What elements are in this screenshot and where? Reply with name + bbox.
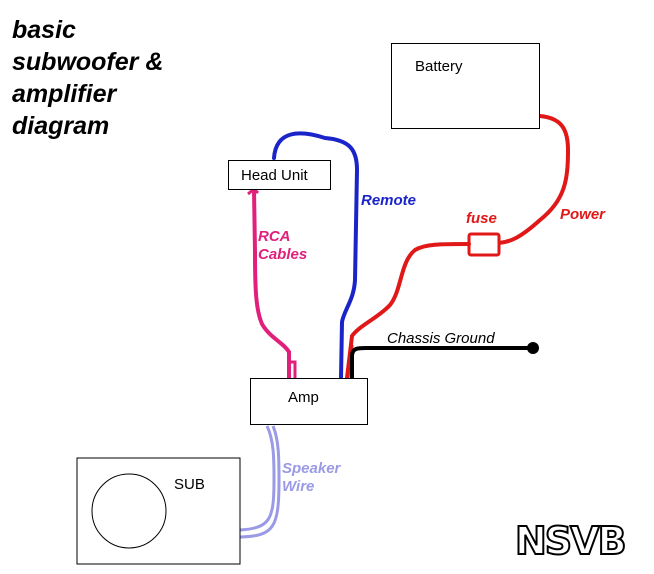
rca-label: RCA Cables [258,228,307,264]
diagram-title: basic subwoofer & amplifier diagram [12,14,163,142]
battery-box: Battery [391,43,540,129]
rca-label-line-1: RCA [258,228,291,245]
speaker-wire-2 [239,425,281,539]
power-label: Power [560,206,606,223]
sub-cone [91,473,167,549]
power-wire [497,114,571,245]
head-unit-label: Head Unit [241,167,308,184]
remote-wire [272,131,360,380]
fuse-label: fuse [466,210,497,227]
title-line-4: diagram [12,112,110,140]
speaker-label-line-2: Wire [282,478,315,495]
amp-box: Amp [250,378,368,425]
amp-label: Amp [288,389,319,406]
chassis-ground-label: Chassis Ground [387,330,495,347]
chassis-ground-wire [350,346,534,380]
ground-terminal [527,342,539,354]
battery-label: Battery [415,58,463,75]
speaker-label-line-1: Speaker [282,460,341,477]
speaker-wire-label: Speaker Wire [282,460,340,496]
head-unit-box: Head Unit [228,160,331,190]
rca-cables-split [291,360,297,378]
speaker-wire [239,425,276,532]
remote-label: Remote [361,192,417,209]
title-line-2: subwoofer & [12,48,164,76]
fuse [467,232,501,257]
power-wire-to-amp [345,242,471,380]
rca-cables [252,188,291,380]
title-line-1: basic [12,16,76,44]
sub-label: SUB [174,476,205,493]
rca-label-line-2: Cables [258,246,308,263]
title-line-3: amplifier [12,80,117,108]
nsvb-watermark-logo: NSVB [514,518,628,564]
